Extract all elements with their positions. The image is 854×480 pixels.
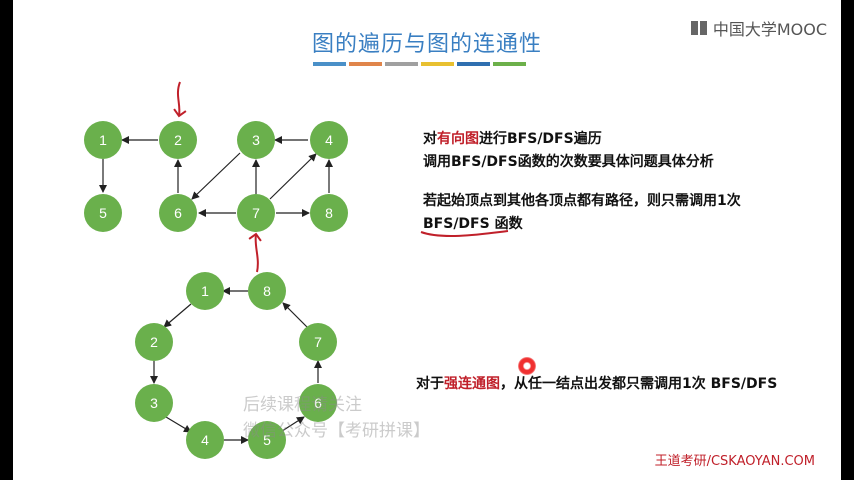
slide: 中国大学MOOC 图的遍历与图的连通性 [13,0,841,480]
text-fragment: 对于 [416,376,444,392]
cycle-graph-edges [150,287,322,444]
node-label: 5 [263,432,271,448]
node-label: 8 [263,283,271,299]
node-2 [159,121,197,159]
mooc-logo-icon [690,20,709,36]
directed-graph-edges [99,136,333,217]
slide-title: 图的遍历与图的连通性 [311,32,542,57]
laser-pointer-dot [518,357,536,375]
edge-3-6 [191,152,241,200]
cycle-graph-labels: 1 8 2 7 3 6 4 5 [150,283,322,448]
note-directed-line1: 对有向图进行BFS/DFS遍历 [423,128,602,148]
node-2 [135,323,173,361]
title-color-bar [313,62,526,66]
color-bar-segment [493,62,526,66]
color-bar-segment [385,62,418,66]
watermark-line2: 微信公众号【考研拼课】 [243,421,430,441]
node-label: 4 [325,132,333,148]
text-fragment: ，从任一结点出发都只需调用1次 BFS/DFS [500,376,778,392]
edge-7-4 [269,153,317,200]
node-label: 6 [174,205,182,221]
text-fragment: 进行BFS/DFS遍历 [479,131,602,147]
mooc-logo: 中国大学MOOC [690,16,827,40]
edge-1-2 [163,303,192,328]
note-directed-line4: BFS/DFS 函数 [423,216,523,232]
color-bar-segment [457,62,490,66]
node-8 [248,272,286,310]
note-strongly-connected: 对于强连通图，从任一结点出发都只需调用1次 BFS/DFS [416,373,777,393]
note-directed-line3: 若起始顶点到其他各顶点都有路径，则只需调用1次 [423,193,741,209]
directed-graph-labels: 1 2 3 4 5 6 7 8 [99,132,333,221]
node-label: 3 [150,395,158,411]
node-label: 2 [174,132,182,148]
node-5 [84,194,122,232]
node-1 [84,121,122,159]
node-label: 6 [314,395,322,411]
graphs-canvas: 1 2 3 4 5 6 7 8 [84,81,509,459]
highlight-directed-graph: 有向图 [437,131,479,147]
node-label: 1 [201,283,209,299]
red-annotation-arrows [173,81,509,273]
node-label: 2 [150,334,158,350]
footer-brand: 王道考研/CSKAOYAN.COM [654,454,815,469]
directed-graph-nodes [84,121,348,232]
node-3 [135,384,173,422]
color-bar-segment [421,62,454,66]
red-underline-bfs-dfs [420,230,509,237]
node-label: 7 [314,334,322,350]
mooc-logo-text: 中国大学MOOC [712,20,827,39]
node-6 [299,384,337,422]
node-label: 1 [99,132,107,148]
edge-3-4 [165,416,192,433]
node-label: 4 [201,432,209,448]
node-4 [186,421,224,459]
node-8 [310,194,348,232]
node-4 [310,121,348,159]
node-5 [248,421,286,459]
node-label: 8 [325,205,333,221]
node-6 [159,194,197,232]
red-arrow-into-node-7 [248,232,262,273]
note-directed-line2: 调用BFS/DFS函数的次数要具体问题具体分析 [423,154,714,170]
watermark: 后续课程请关注 微信公众号【考研拼课】 [243,392,430,444]
node-7 [237,194,275,232]
red-arrow-into-node-2 [173,81,187,118]
watermark-line1: 后续课程请关注 [243,395,362,415]
text-fragment: 对 [423,131,437,147]
node-1 [186,272,224,310]
cycle-graph-nodes [135,272,337,459]
color-bar-segment [349,62,382,66]
node-7 [299,323,337,361]
node-3 [237,121,275,159]
highlight-strongly-connected: 强连通图 [444,376,500,392]
edge-7-8 [282,302,308,328]
node-label: 7 [252,205,260,221]
node-label: 5 [99,205,107,221]
node-label: 3 [252,132,260,148]
color-bar-segment [313,62,346,66]
